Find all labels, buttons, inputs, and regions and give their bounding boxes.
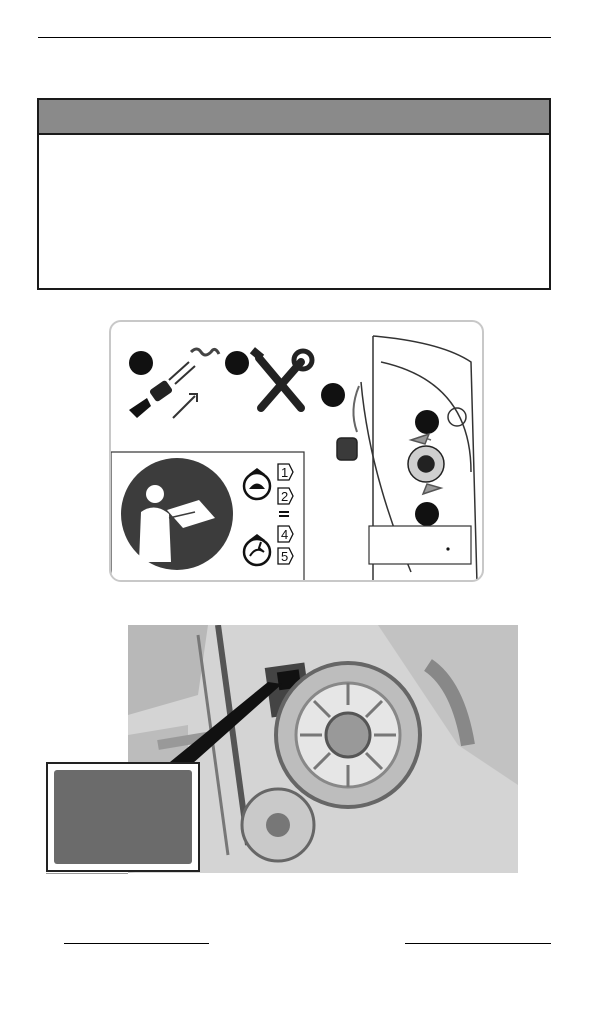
gear-4: 4 [281, 527, 288, 542]
callout-dot-4 [415, 410, 439, 434]
safety-label-illustration: 1 2 4 5 [109, 320, 484, 582]
gear-2: 2 [281, 489, 288, 504]
gear-number-badges: 1 2 4 5 [277, 463, 294, 565]
label-drawing: 1 2 4 5 [111, 335, 478, 580]
gear-1: 1 [281, 465, 288, 480]
notice-box [37, 98, 551, 290]
footer-rule-right [405, 943, 551, 944]
callout-dot-3 [321, 383, 345, 407]
read-manual-icon [121, 458, 233, 570]
callout-dot-1 [129, 351, 153, 375]
tools-icon [249, 347, 315, 412]
header-rule [38, 37, 551, 38]
callout-dot-5 [415, 502, 439, 526]
callout-underline [46, 873, 128, 874]
turtle-icon [242, 468, 272, 501]
ignition-key-remove-icon [129, 347, 221, 419]
gear-5: 5 [281, 549, 288, 564]
rabbit-icon [242, 534, 272, 567]
footer-rule-left [64, 943, 209, 944]
callout-dot-2 [225, 351, 249, 375]
label-location-callout [46, 762, 200, 872]
drawing-label-rect [368, 525, 472, 565]
notice-heading-bar [39, 100, 549, 135]
label-location-callout-fill [54, 770, 192, 864]
